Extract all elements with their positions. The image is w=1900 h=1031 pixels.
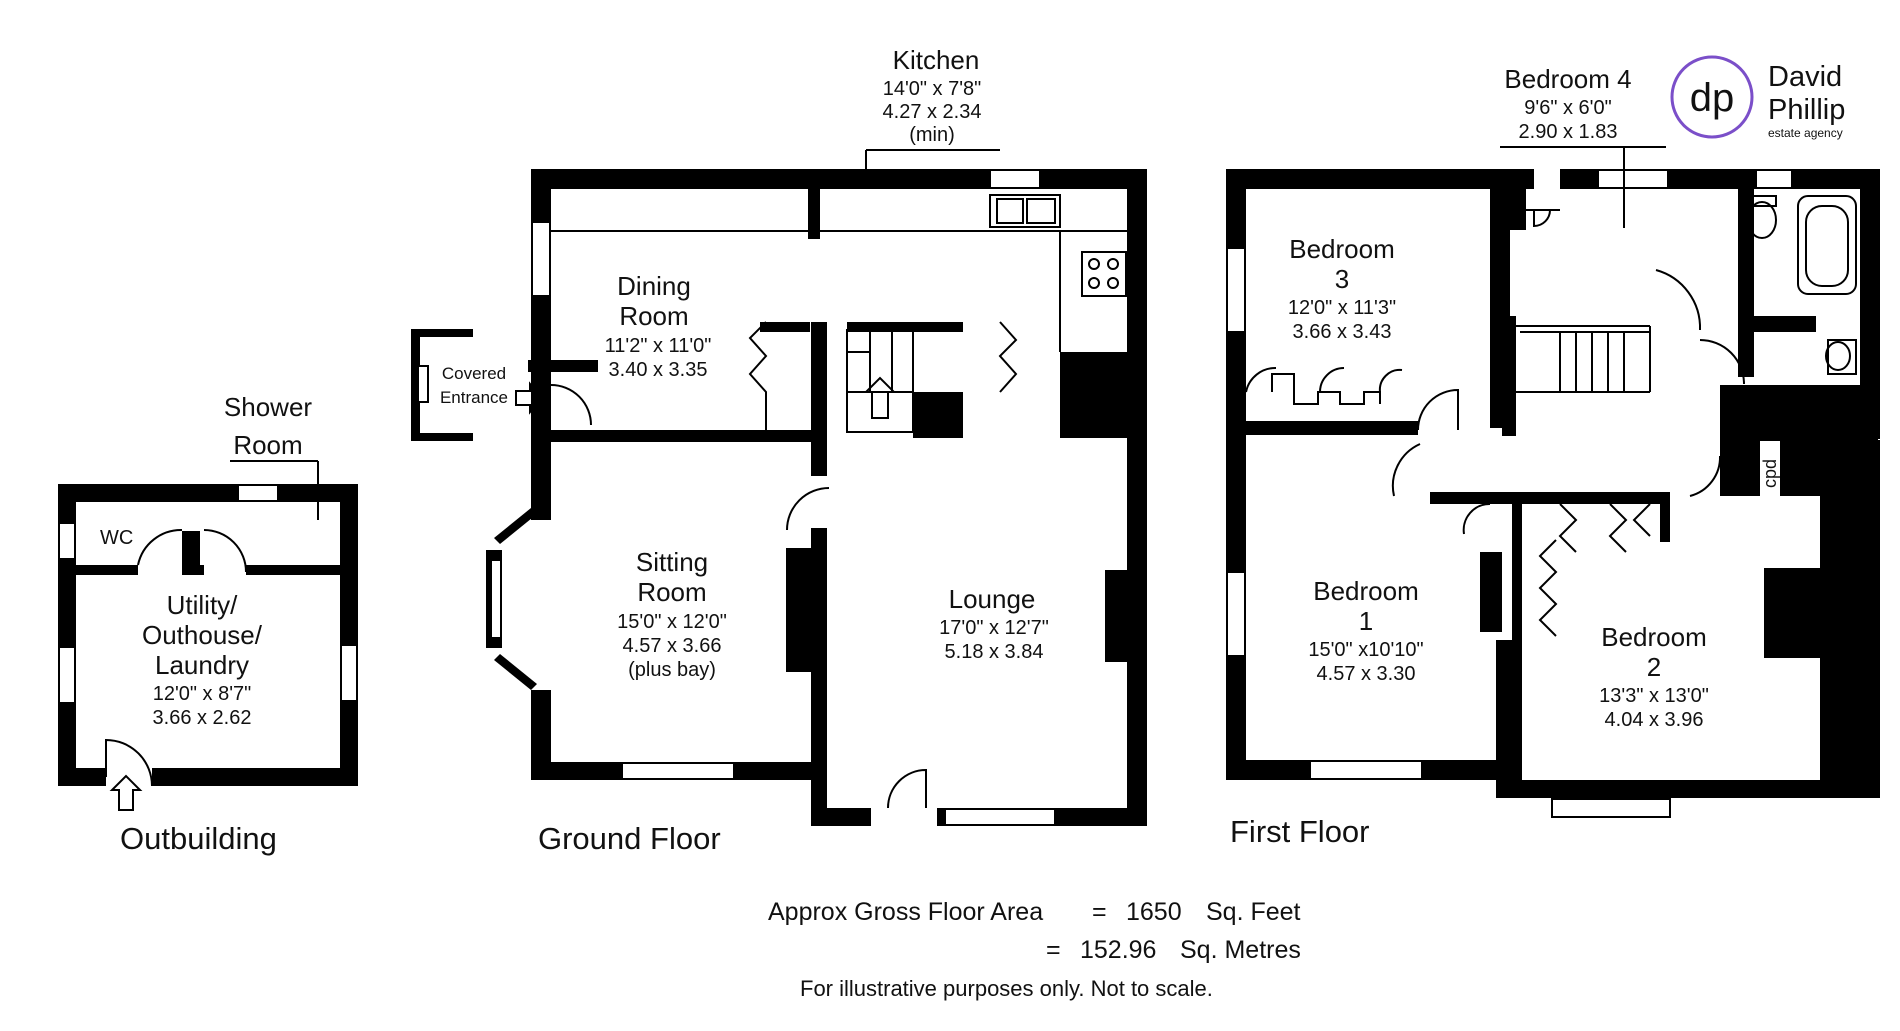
logo: dp David Phillip estate agency: [1670, 55, 1845, 140]
area-sq-feet-unit: Sq. Feet: [1206, 898, 1301, 926]
bedroom3-label-line1: Bedroom: [1289, 234, 1395, 264]
utility-dim-imperial: 12'0" x 8'7": [153, 683, 252, 705]
bedroom2-label-line2: 2: [1647, 652, 1661, 682]
utility-label-line2: Outhouse/: [142, 620, 263, 650]
utility-dim-metric: 3.66 x 2.62: [153, 707, 252, 729]
sitting-room-label-line2: Room: [637, 577, 706, 607]
kitchen-label: Kitchen: [893, 45, 980, 75]
covered-entrance-label-line1: Covered: [442, 364, 506, 383]
bedroom4-dim-imperial: 9'6" x 6'0": [1524, 97, 1611, 119]
covered-entrance-label-line2: Entrance: [440, 388, 508, 407]
logo-ring-icon: [1670, 55, 1754, 139]
dining-dim-metric: 3.40 x 3.35: [609, 359, 708, 381]
sitting-dim-imperial: 15'0" x 12'0": [617, 611, 727, 633]
bedroom3-dim-imperial: 12'0" x 11'3": [1288, 297, 1396, 319]
area-label: Approx Gross Floor Area: [768, 898, 1043, 926]
sitting-dim-metric: 4.57 x 3.66: [623, 635, 722, 657]
sitting-room-label-line1: Sitting: [636, 547, 708, 577]
bedroom1-label-line1: Bedroom: [1313, 576, 1419, 606]
lounge-label: Lounge: [949, 584, 1036, 614]
disclaimer: For illustrative purposes only. Not to s…: [800, 976, 1213, 1001]
bedroom2-label-line1: Bedroom: [1601, 622, 1707, 652]
area-equals-2: =: [1046, 936, 1061, 964]
area-sq-feet-value: 1650: [1126, 898, 1182, 926]
kitchen-dim-imperial: 14'0" x 7'8": [883, 78, 982, 100]
logo-name-line1: David: [1768, 61, 1842, 93]
bedroom2-dim-imperial: 13'3" x 13'0": [1599, 685, 1709, 707]
logo-tagline: estate agency: [1768, 126, 1843, 140]
ground-floor-plan: [411, 149, 1147, 826]
bedroom4-dim-metric: 2.90 x 1.83: [1519, 121, 1618, 143]
ground-floor-title: Ground Floor: [538, 821, 721, 856]
wc-label: WC: [100, 527, 133, 549]
lounge-dim-metric: 5.18 x 3.84: [945, 641, 1044, 663]
area-sq-metres-value: 152.96: [1080, 936, 1156, 964]
lounge-dim-imperial: 17'0" x 12'7": [939, 617, 1049, 639]
dining-room-label-line1: Dining: [617, 271, 691, 301]
outbuilding-title: Outbuilding: [120, 821, 277, 856]
bedroom1-dim-imperial: 15'0" x10'10": [1308, 639, 1423, 661]
bedroom4-label: Bedroom 4: [1504, 64, 1631, 94]
area-equals-1: =: [1092, 898, 1107, 926]
logo-mark: dp: [1690, 76, 1735, 120]
outbuilding-plan: [58, 460, 358, 811]
kitchen-dim-metric: 4.27 x 2.34: [883, 101, 982, 123]
dining-dim-imperial: 11'2" x 11'0": [605, 335, 712, 357]
kitchen-dim-note: (min): [909, 124, 955, 146]
shower-room-label-line1: Shower: [224, 392, 312, 422]
first-floor-title: First Floor: [1230, 814, 1370, 849]
area-sq-metres-unit: Sq. Metres: [1180, 936, 1301, 964]
dining-room-label-line2: Room: [619, 301, 688, 331]
bedroom3-dim-metric: 3.66 x 3.43: [1293, 321, 1392, 343]
utility-label-line1: Utility/: [167, 590, 239, 620]
cupboard-label: cpd: [1760, 459, 1780, 488]
first-floor-plan: [1226, 146, 1880, 818]
bedroom3-label-line2: 3: [1335, 264, 1349, 294]
bedroom1-dim-metric: 4.57 x 3.30: [1317, 663, 1416, 685]
logo-name-line2: Phillip: [1768, 94, 1845, 126]
utility-label-line3: Laundry: [155, 650, 249, 680]
bedroom2-dim-metric: 4.04 x 3.96: [1605, 709, 1704, 731]
shower-room-label-line2: Room: [233, 430, 302, 460]
sitting-dim-note: (plus bay): [628, 659, 716, 681]
bedroom1-label-line2: 1: [1359, 606, 1373, 636]
